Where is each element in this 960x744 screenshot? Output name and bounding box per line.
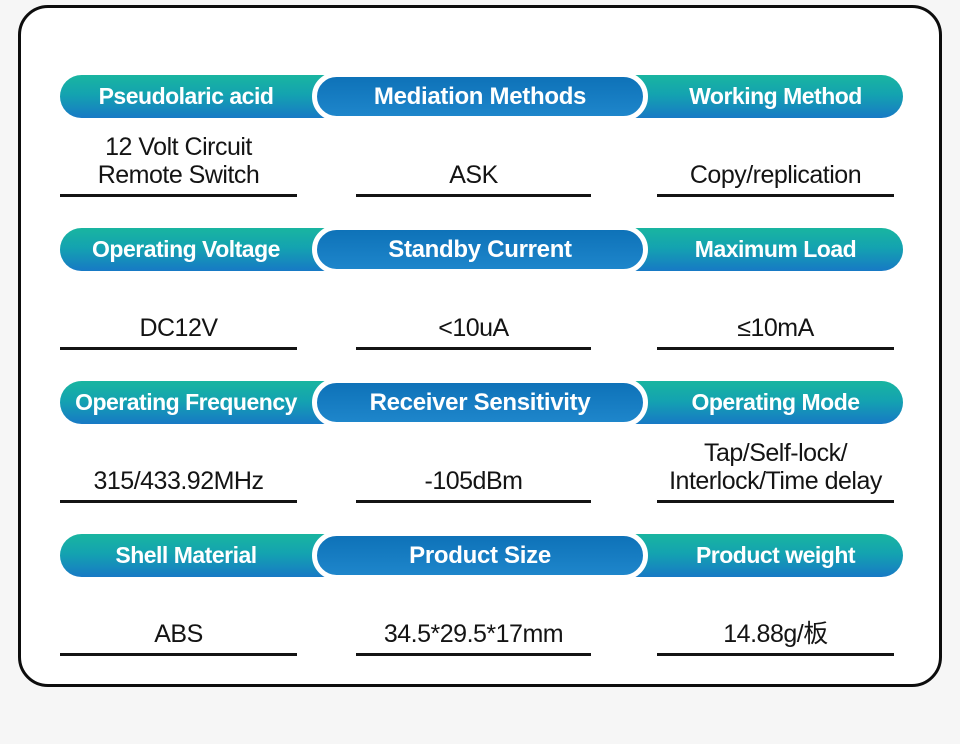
header-bar-1: Pseudolaric acid Mediation Methods Worki… [60,72,903,121]
value-line: ≤10mA [737,313,814,342]
header-label-product-weight: Product weight [695,542,856,568]
spec-row-4: Shell Material Product Size Product weig… [21,531,939,656]
header-label-operating-frequency: Operating Frequency [75,389,297,415]
value-line: Tap/Self-lock/ [703,438,848,467]
value-line: <10uA [438,313,509,342]
header-label-shell-material: Shell Material [115,542,257,568]
value-line: 34.5*29.5*17mm [383,619,564,648]
header-label-pseudolaric-acid: Pseudolaric acid [98,83,274,109]
value-line: DC12V [139,313,218,342]
value-cell-standby-current-value: <10uA [356,314,591,350]
header-label-operating-mode: Operating Mode [691,389,860,415]
header-capsule-standby-current: Standby Current [312,225,648,274]
value-line: -105dBm [424,466,523,495]
value-line: Copy/replication [689,160,862,189]
value-line: Remote Switch [97,160,260,189]
value-cell-frequency-value: 315/433.92MHz [60,467,297,503]
value-line: ASK [449,160,498,189]
spec-row-2: Operating Voltage Standby Current Maximu… [21,225,939,350]
value-cell-shell-material-value: ABS [60,620,297,656]
header-label-maximum-load: Maximum Load [694,236,857,262]
value-line: 315/433.92MHz [93,466,264,495]
spec-row-1: Pseudolaric acid Mediation Methods Worki… [21,72,939,197]
header-bar-4: Shell Material Product Size Product weig… [60,531,903,580]
value-cell-operating-mode-value: Tap/Self-lock/ Interlock/Time delay [657,438,894,503]
header-label-operating-voltage: Operating Voltage [92,236,280,262]
value-line: 14.88g/板 [723,619,828,648]
value-line: Interlock/Time delay [669,466,882,495]
value-row-2: DC12V <10uA ≤10mA [21,271,939,350]
value-cell-remote-switch: 12 Volt Circuit Remote Switch [60,132,297,197]
value-cell-copy-replication: Copy/replication [657,161,894,197]
value-cell-sensitivity-value: -105dBm [356,467,591,503]
header-capsule-mediation-methods: Mediation Methods [312,72,648,121]
value-row-3: 315/433.92MHz -105dBm Tap/Self-lock/ Int… [21,424,939,503]
value-row-4: ABS 34.5*29.5*17mm 14.88g/板 [21,577,939,656]
header-bar-2: Operating Voltage Standby Current Maximu… [60,225,903,274]
spec-row-3: Operating Frequency Receiver Sensitivity… [21,378,939,503]
value-line: 12 Volt Circuit [105,132,252,161]
header-capsule-product-size: Product Size [312,531,648,580]
value-cell-dc12v: DC12V [60,314,297,350]
value-cell-ask: ASK [356,161,591,197]
header-label-working-method: Working Method [689,83,862,109]
header-bar-3: Operating Frequency Receiver Sensitivity… [60,378,903,427]
value-cell-product-size-value: 34.5*29.5*17mm [356,620,591,656]
value-cell-product-weight-value: 14.88g/板 [657,620,894,656]
header-capsule-receiver-sensitivity: Receiver Sensitivity [312,378,648,427]
value-row-1: 12 Volt Circuit Remote Switch ASK Copy/r… [21,118,939,197]
spec-panel: Pseudolaric acid Mediation Methods Worki… [18,5,942,687]
value-cell-max-load-value: ≤10mA [657,314,894,350]
value-line: ABS [154,619,203,648]
